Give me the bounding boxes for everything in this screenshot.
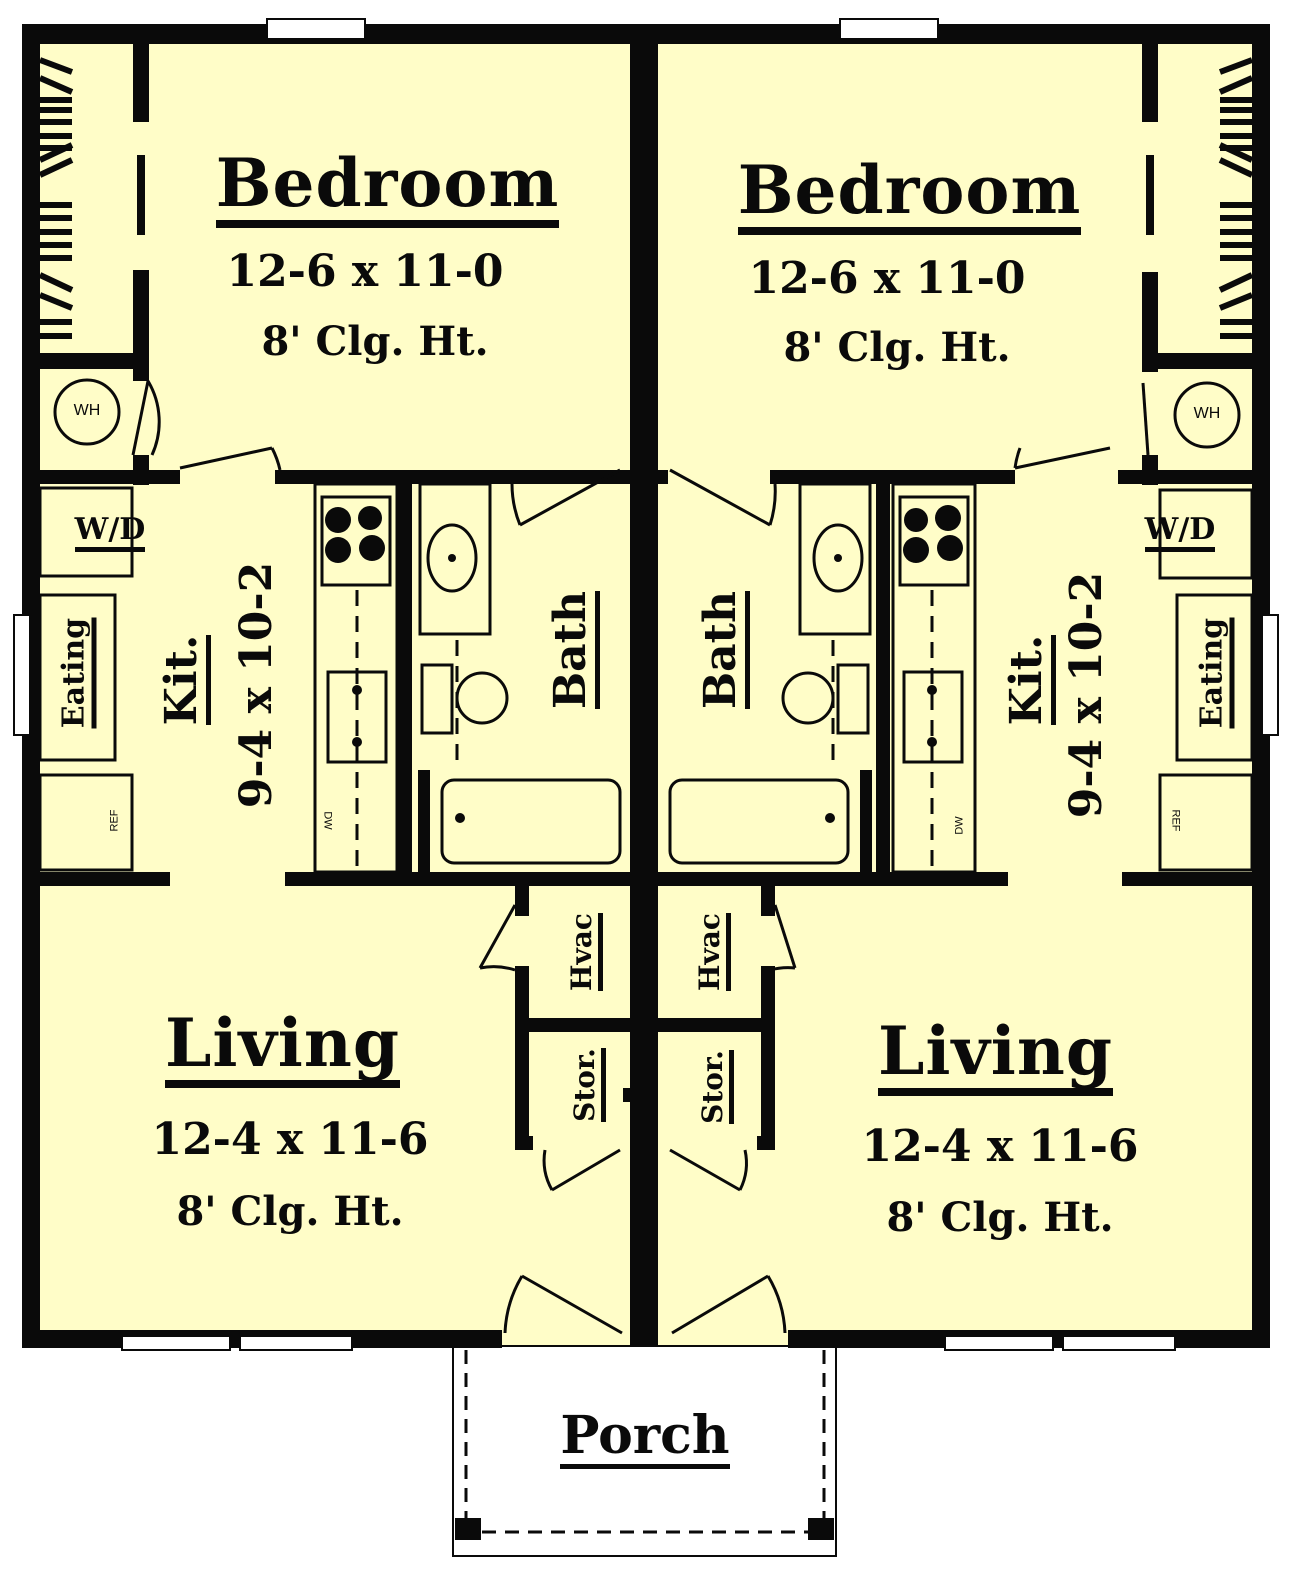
upper-cabinets xyxy=(355,590,934,870)
right-wh-label: WH xyxy=(1193,405,1221,422)
right-ref-label: REF xyxy=(1169,809,1182,832)
left-kitchen-dimensions: 9-4 x 10-2 xyxy=(231,561,282,809)
right-eating-label: Eating xyxy=(1195,601,1235,746)
door-swings xyxy=(131,380,1150,1335)
right-living-ceiling: 8' Clg. Ht. xyxy=(886,1194,1114,1241)
left-storage-label: Stor. xyxy=(568,1035,606,1135)
closet-shelving xyxy=(38,57,1254,339)
windows xyxy=(13,18,1279,1351)
left-wh-label: WH xyxy=(73,402,101,419)
left-hvac-label: Hvac xyxy=(565,907,603,997)
burners xyxy=(325,505,963,823)
left-bedroom-title: Bedroom xyxy=(190,150,585,228)
right-kitchen-dimensions: 9-4 x 10-2 xyxy=(1061,571,1112,819)
right-bath-title: Bath xyxy=(695,575,751,725)
right-dw-label: DW xyxy=(953,816,966,835)
left-wd-label: W/D xyxy=(55,515,165,552)
water-heater-icon xyxy=(53,378,121,446)
porch-title: Porch xyxy=(540,1410,750,1469)
right-kitchen-title: Kit. xyxy=(1001,610,1056,750)
porch-area xyxy=(452,1345,837,1557)
left-bath-title: Bath xyxy=(545,575,601,725)
right-living-dimensions: 12-4 x 11-6 xyxy=(861,1121,1139,1172)
right-living-title: Living xyxy=(858,1018,1133,1096)
left-dw-label: DW xyxy=(321,811,334,830)
left-kitchen-title: Kit. xyxy=(156,610,211,750)
left-living-title: Living xyxy=(145,1010,420,1088)
left-bedroom-ceiling: 8' Clg. Ht. xyxy=(261,318,489,365)
left-eating-label: Eating xyxy=(57,601,97,746)
right-storage-label: Stor. xyxy=(696,1037,734,1137)
left-living-dimensions: 12-4 x 11-6 xyxy=(151,1114,429,1165)
right-bedroom-dimensions: 12-6 x 11-0 xyxy=(748,253,1026,304)
right-bedroom-ceiling: 8' Clg. Ht. xyxy=(783,324,1011,371)
right-bedroom-title: Bedroom xyxy=(712,157,1107,235)
left-living-ceiling: 8' Clg. Ht. xyxy=(176,1188,404,1235)
left-ref-label: REF xyxy=(108,809,121,832)
left-bedroom-dimensions: 12-6 x 11-0 xyxy=(226,246,504,297)
right-wd-label: W/D xyxy=(1125,515,1235,552)
right-hvac-label: Hvac xyxy=(693,907,731,997)
water-heater-icon xyxy=(1173,381,1241,449)
